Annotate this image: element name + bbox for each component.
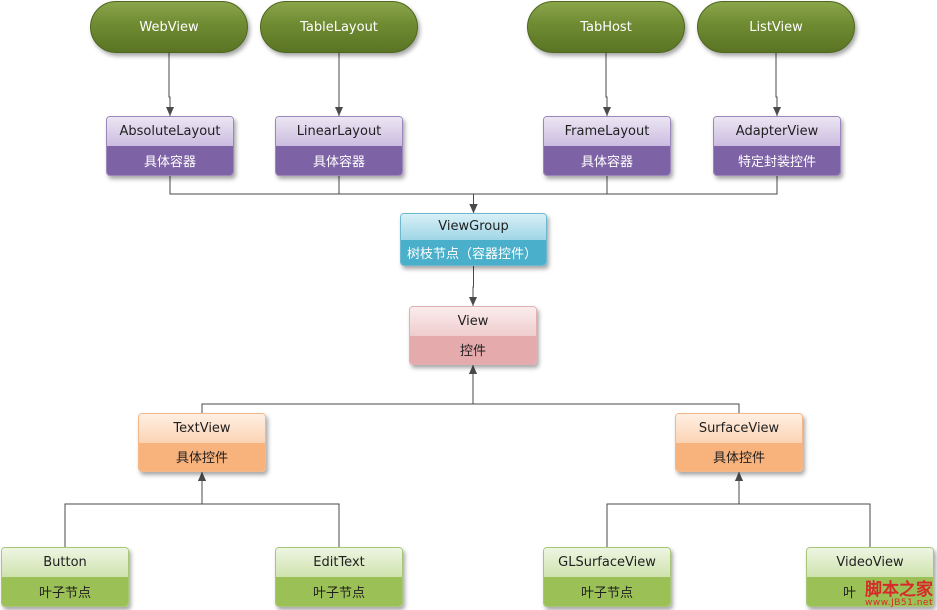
framelayout-node[interactable]: FrameLayout 具体容器 [543, 116, 671, 176]
tablelayout-node[interactable]: TableLayout [260, 1, 418, 53]
node-subtitle: 树枝节点（容器控件） [401, 239, 546, 265]
node-title: VideoView [807, 548, 933, 577]
edge-glsurfaceview-to-surfaceview [606, 472, 743, 547]
node-subtitle: 叶子节点 [544, 577, 670, 606]
glsurfaceview-node[interactable]: GLSurfaceView 叶子节点 [543, 547, 671, 607]
node-title: View [410, 307, 536, 336]
node-subtitle: 特定封装控件 [714, 146, 840, 175]
node-subtitle: 叶 [807, 577, 933, 606]
node-subtitle: 叶子节点 [2, 577, 128, 606]
edge-linearlayout-to-viewgroup [338, 176, 478, 213]
node-subtitle: 控件 [410, 335, 536, 364]
node-label: ListView [749, 19, 803, 35]
node-title: EditText [276, 548, 402, 577]
edittext-node[interactable]: EditText 叶子节点 [275, 547, 403, 607]
button-node[interactable]: Button 叶子节点 [1, 547, 129, 607]
viewgroup-node[interactable]: ViewGroup 树枝节点（容器控件） [400, 213, 547, 266]
view-node[interactable]: View 控件 [409, 306, 537, 365]
listview-node[interactable]: ListView [697, 1, 855, 53]
node-title: SurfaceView [676, 414, 802, 443]
node-subtitle: 具体容器 [107, 146, 233, 175]
node-label: TabHost [580, 19, 632, 35]
node-title: Button [2, 548, 128, 577]
node-subtitle: 具体容器 [276, 146, 402, 175]
node-title: LinearLayout [276, 117, 402, 146]
adapterview-node[interactable]: AdapterView 特定封装控件 [713, 116, 841, 176]
edge-textview-to-view [201, 365, 477, 413]
edge-videoview-to-surfaceview [735, 472, 871, 547]
edge-listview-to-adapterview [773, 53, 781, 116]
edge-button-to-textview [64, 472, 206, 547]
edge-webview-to-absolutelayout [166, 53, 174, 116]
textview-node[interactable]: TextView 具体控件 [138, 413, 266, 472]
edge-viewgroup-to-view [469, 266, 477, 306]
node-title: AbsoluteLayout [107, 117, 233, 146]
node-title: GLSurfaceView [544, 548, 670, 577]
watermark-url: www.JB51.net [864, 598, 933, 608]
node-title: FrameLayout [544, 117, 670, 146]
edge-edittext-to-textview [198, 472, 340, 547]
node-title: ViewGroup [401, 214, 546, 240]
node-label: WebView [139, 19, 199, 35]
node-title: AdapterView [714, 117, 840, 146]
videoview-node[interactable]: VideoView 叶 [806, 547, 934, 607]
site-watermark: 脚本之家 www.JB51.net [865, 582, 933, 608]
node-subtitle: 叶子节点 [276, 577, 402, 606]
tabhost-node[interactable]: TabHost [527, 1, 685, 53]
node-subtitle: 具体控件 [676, 442, 802, 471]
node-subtitle: 具体容器 [544, 146, 670, 175]
node-subtitle: 具体控件 [139, 442, 265, 471]
node-label: TableLayout [300, 19, 378, 35]
linearlayout-node[interactable]: LinearLayout 具体容器 [275, 116, 403, 176]
webview-node[interactable]: WebView [90, 1, 248, 53]
edge-tabhost-to-framelayout [603, 53, 611, 116]
surfaceview-node[interactable]: SurfaceView 具体控件 [675, 413, 803, 472]
edge-adapterview-to-viewgroup [469, 176, 778, 213]
edge-surfaceview-to-view [469, 365, 740, 413]
watermark-logo-text: 脚本之家 [865, 580, 933, 600]
absolutelayout-node[interactable]: AbsoluteLayout 具体容器 [106, 116, 234, 176]
node-title: TextView [139, 414, 265, 443]
